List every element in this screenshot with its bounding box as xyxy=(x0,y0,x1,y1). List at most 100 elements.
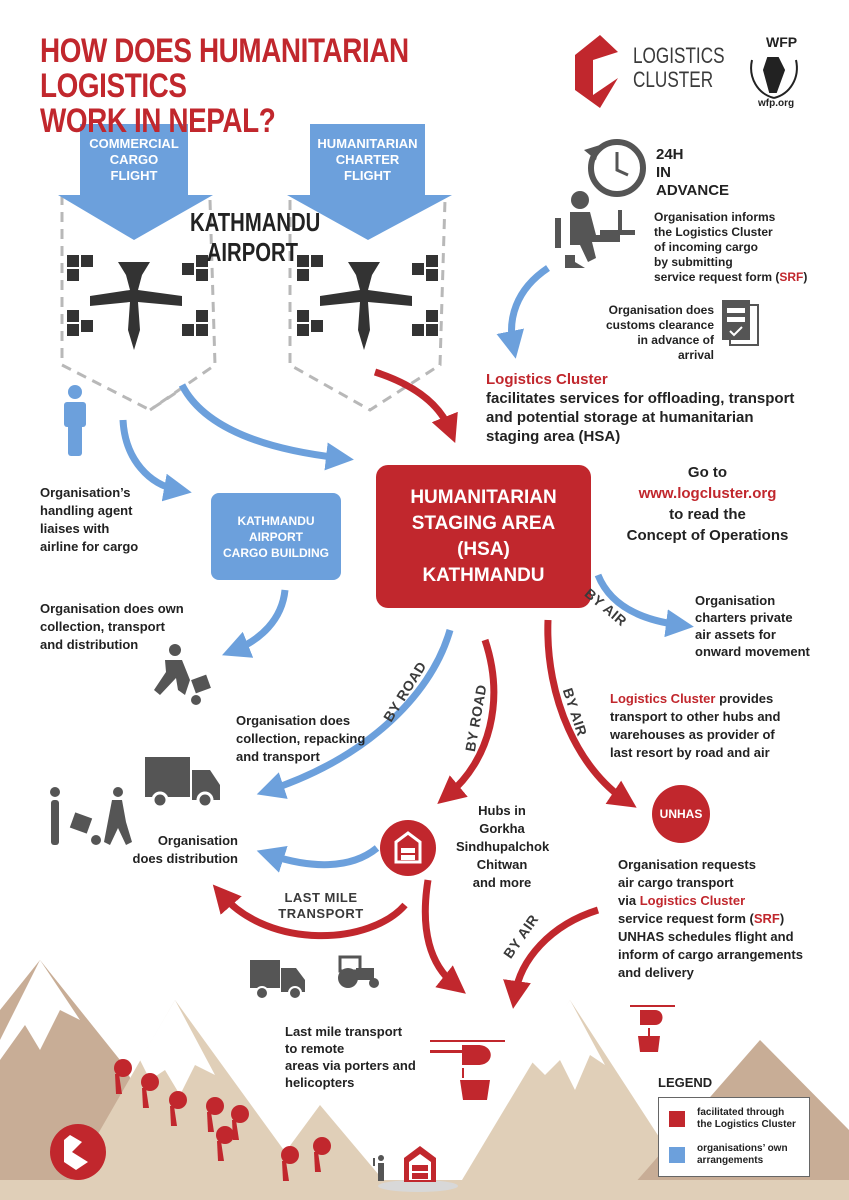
clock-icon xyxy=(584,139,646,197)
cargo-line: CARGO BUILDING xyxy=(223,545,329,560)
distribution-text: Organisation does distribution xyxy=(126,832,238,868)
wfp-label: WFP xyxy=(766,34,798,50)
unhas-badge: UNHAS xyxy=(652,785,710,843)
text-line: and transport xyxy=(236,749,320,764)
text-line: LAST MILE xyxy=(284,890,358,905)
text-line: and delivery xyxy=(618,965,694,980)
small-truck-icon xyxy=(250,960,305,1000)
title-line-2: WORK IN NEPAL? xyxy=(40,102,276,140)
legend-label: facilitated through the Logistics Cluste… xyxy=(697,1107,796,1131)
unhas-line-4: service request form (SRF) xyxy=(618,910,803,928)
wfp-emblem-icon xyxy=(750,57,798,99)
distribution-people-icon xyxy=(50,787,132,845)
text-line: collection, transport xyxy=(40,619,165,634)
text-line: Hubs in xyxy=(478,803,526,818)
text-line: Organisation does own xyxy=(40,601,184,616)
logo-line-1: LOGISTICS xyxy=(633,43,725,68)
text-line: by submitting xyxy=(654,255,733,269)
text-line: the Logistics Cluster xyxy=(654,225,773,239)
text-line: helicopters xyxy=(285,1075,355,1090)
handling-agent-icon xyxy=(64,385,86,456)
person-at-computer-icon xyxy=(555,191,635,268)
text-prefix: service request form ( xyxy=(618,911,754,926)
text-line: Organisation does xyxy=(236,713,351,728)
route-label-last-mile: LAST MILE TRANSPORT xyxy=(276,890,366,922)
srf-highlight: SRF xyxy=(779,270,804,284)
legend-label: organisations’ own arrangements xyxy=(697,1143,788,1167)
text-suffix: provides xyxy=(715,691,774,706)
plane-icons xyxy=(67,255,438,350)
text-line: does distribution xyxy=(132,851,238,866)
srf-highlight: SRF xyxy=(753,911,780,926)
truck-icon xyxy=(145,757,220,809)
text-line: and more xyxy=(472,875,532,890)
text-suffix: ) xyxy=(779,911,785,926)
own-collection-text: Organisation does own collection, transp… xyxy=(40,600,184,654)
text-line: air assets for xyxy=(695,627,776,642)
last-resort-line-1: Logistics Cluster provides xyxy=(610,690,780,708)
logistics-cluster-logo-icon xyxy=(575,35,618,108)
text-line: Last mile transport xyxy=(285,1024,403,1039)
charter-private-text: Organisation charters private air assets… xyxy=(695,592,810,660)
hsa-box: HUMANITARIAN STAGING AREA (HSA) KATHMAND… xyxy=(376,465,591,608)
helicopter-icons xyxy=(430,1005,675,1100)
text-line: charters private xyxy=(695,610,793,625)
text-line: of incoming cargo xyxy=(654,240,759,254)
commercial-flight-arrow xyxy=(58,124,213,240)
legend-swatch-blue xyxy=(669,1147,685,1163)
website-reference: Go to www.logcluster.org to read the Con… xyxy=(615,462,800,546)
text-prefix: via xyxy=(618,893,640,908)
legend-line: arrangements xyxy=(697,1155,764,1166)
cargo-building-box: KATHMANDU AIRPORT CARGO BUILDING xyxy=(211,493,341,580)
logistics-cluster-logo-text: LOGISTICS CLUSTER xyxy=(633,44,725,92)
text-line: liaises with xyxy=(40,521,110,536)
text-line: staging area (HSA) xyxy=(486,428,621,445)
text-line: facilitates services for offloading, tra… xyxy=(486,390,795,407)
advance-notice-label: 24H IN ADVANCE xyxy=(656,146,729,200)
hub-warehouse-icon xyxy=(380,820,436,876)
logistics-cluster-badge-icon xyxy=(50,1124,106,1180)
airport-title-line-2: AIRPORT xyxy=(206,237,299,267)
blue-flow-arrows xyxy=(119,265,694,873)
text-line: collection, repacking xyxy=(236,731,366,746)
handling-agent-text: Organisation’s handling agent liaises wi… xyxy=(40,484,138,556)
text-line: to remote xyxy=(285,1041,345,1056)
text-line: in advance of arrival xyxy=(637,333,714,362)
label-line: CARGO xyxy=(109,152,159,167)
base-warehouse-icon xyxy=(404,1146,436,1182)
hsa-line: STAGING AREA xyxy=(411,512,556,534)
text-line: handling agent xyxy=(40,503,133,518)
hubs-text: Hubs in Gorkha Sindhupalchok Chitwan and… xyxy=(456,802,549,892)
logo-line-2: CLUSTER xyxy=(633,67,714,92)
text-line: TRANSPORT xyxy=(278,906,364,921)
hsa-line: KATHMANDU xyxy=(422,564,545,586)
srf-line: service request form (SRF) xyxy=(654,270,807,285)
kathmandu-airport-title: KATHMANDU AIRPORT xyxy=(190,207,321,267)
srf-suffix: ) xyxy=(803,270,808,284)
text-line: Organisation xyxy=(157,833,238,848)
website-line: Go to xyxy=(687,464,728,481)
text-line: transport to other hubs and xyxy=(610,709,781,724)
text-line: Organisation does xyxy=(608,303,714,317)
airport-title-line-1: KATHMANDU xyxy=(190,207,321,237)
advance-line: ADVANCE xyxy=(656,182,730,199)
logcluster-link[interactable]: www.logcluster.org xyxy=(638,485,777,502)
label-line: CHARTER xyxy=(335,152,400,167)
advance-line: IN xyxy=(656,164,671,181)
legend-title: LEGEND xyxy=(658,1075,713,1090)
website-line: to read the xyxy=(669,506,746,523)
text-line: Chitwan xyxy=(476,857,528,872)
text-line: Organisation requests xyxy=(618,857,756,872)
text-line: areas via porters and xyxy=(285,1058,416,1073)
advance-line: 24H xyxy=(656,146,684,163)
legend-line: facilitated through xyxy=(697,1107,785,1118)
legend-swatch-red xyxy=(669,1111,685,1127)
text-line: Organisation informs xyxy=(654,210,776,224)
cargo-line: KATHMANDU xyxy=(237,513,315,528)
hsa-line: (HSA) xyxy=(457,538,510,560)
title-line-1: HOW DOES HUMANITARIAN LOGISTICS xyxy=(40,32,409,105)
srf-prefix: service request form ( xyxy=(654,270,780,284)
tractor-icon xyxy=(338,955,379,988)
unhas-line-3: via Logistics Cluster xyxy=(618,892,803,910)
cargo-line: AIRPORT xyxy=(249,529,303,544)
